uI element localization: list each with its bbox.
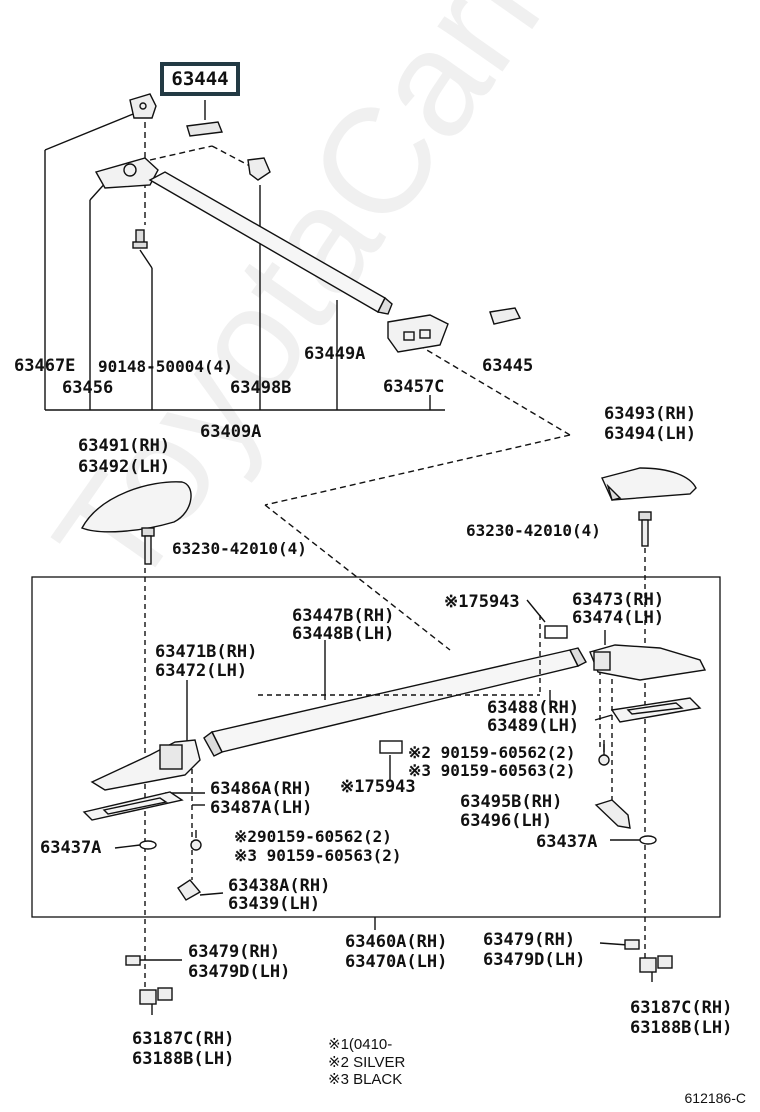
label-63489[interactable]: 63489(LH) <box>487 716 580 736</box>
dashed-guides-box <box>144 548 646 1000</box>
note-2: ※2 SILVER <box>328 1054 406 1071</box>
label-75943-top <box>544 625 568 639</box>
nut-63187c-right <box>639 955 673 982</box>
label-90159-62-right[interactable]: ※2 90159-60562(2) <box>408 743 576 762</box>
label-63472[interactable]: 63472(LH) <box>155 661 248 681</box>
end-cap-63471b <box>90 739 201 791</box>
label-63479d-left[interactable]: 63479D(LH) <box>188 962 291 982</box>
label-63495b[interactable]: 63495B(RH) <box>460 792 563 812</box>
label-75943-mid <box>379 740 403 754</box>
label-75943-top[interactable]: ※175943 <box>444 592 520 612</box>
label-63437a-left[interactable]: 63437A <box>40 838 102 858</box>
label-63460a[interactable]: 63460A(RH) <box>345 932 448 952</box>
label-63438a[interactable]: 63438A(RH) <box>228 876 331 896</box>
washer-63437a-right <box>639 835 657 845</box>
label-63187c-right[interactable]: 63187C(RH) <box>630 998 733 1018</box>
label-75943-mid[interactable]: ※175943 <box>340 777 416 797</box>
plate-63488 <box>610 697 702 723</box>
label-63439[interactable]: 63439(LH) <box>228 894 321 914</box>
label-63188b-right[interactable]: 63188B(LH) <box>630 1018 733 1038</box>
label-63496[interactable]: 63496(LH) <box>460 811 553 831</box>
bracket-63467e <box>129 93 157 119</box>
label-63488[interactable]: 63488(RH) <box>487 698 580 718</box>
cover-63493 <box>601 467 697 501</box>
screw-90159-left <box>190 830 202 851</box>
label-63230-left[interactable]: 63230-42010(4) <box>172 539 307 558</box>
label-63447b[interactable]: 63447B(RH) <box>292 606 395 626</box>
label-63492[interactable]: 63492(LH) <box>78 457 171 477</box>
bolt-90148 <box>132 229 148 249</box>
washer-63437a-left <box>139 840 157 850</box>
label-63491[interactable]: 63491(RH) <box>78 436 171 456</box>
end-piece-63457c <box>387 314 449 353</box>
screw-63230-left <box>141 527 155 565</box>
label-63188b-left[interactable]: 63188B(LH) <box>132 1049 235 1069</box>
label-63470a[interactable]: 63470A(LH) <box>345 952 448 972</box>
pad-63444 <box>186 121 223 137</box>
label-63457c[interactable]: 63457C <box>383 377 445 397</box>
label-63187c-left[interactable]: 63187C(RH) <box>132 1029 235 1049</box>
note-1: ※1(0410- <box>328 1036 393 1053</box>
label-63448b[interactable]: 63448B(LH) <box>292 624 395 644</box>
note-3: ※3 BLACK <box>328 1071 403 1088</box>
dashed-guides-top <box>144 112 571 651</box>
label-63449a[interactable]: 63449A <box>304 344 366 364</box>
leader-lines <box>114 599 642 961</box>
pad-63479-right <box>624 939 640 950</box>
highlighted-part-63444[interactable]: 63444 <box>160 62 240 96</box>
label-63445[interactable]: 63445 <box>482 356 534 376</box>
label-63409a[interactable]: 63409A <box>200 422 262 442</box>
plate-63486a <box>82 791 184 821</box>
cover-63491 <box>81 481 192 533</box>
label-63456[interactable]: 63456 <box>62 378 114 398</box>
clip-63438a <box>177 879 202 901</box>
cap-63445 <box>489 307 522 325</box>
label-63479-right[interactable]: 63479(RH) <box>483 930 576 950</box>
label-90159-63-right[interactable]: ※3 90159-60563(2) <box>408 761 576 780</box>
label-63437a-right[interactable]: 63437A <box>536 832 598 852</box>
label-63493[interactable]: 63493(RH) <box>604 404 697 424</box>
crossbar-63449a <box>148 171 393 315</box>
label-63467e[interactable]: 63467E <box>14 356 76 376</box>
end-piece-63456 <box>94 157 159 189</box>
label-63479d-right[interactable]: 63479D(LH) <box>483 950 586 970</box>
label-63494[interactable]: 63494(LH) <box>604 424 697 444</box>
nut-63187c-left <box>139 987 173 1015</box>
label-63487a[interactable]: 63487A(LH) <box>210 798 313 818</box>
label-63471b[interactable]: 63471B(RH) <box>155 642 258 662</box>
label-63230-right[interactable]: 63230-42010(4) <box>466 521 601 540</box>
bracket-63495b <box>594 799 631 829</box>
label-63474[interactable]: 63474(LH) <box>572 608 665 628</box>
label-63479-left[interactable]: 63479(RH) <box>188 942 281 962</box>
label-90159-63-left[interactable]: ※3 90159-60563(2) <box>234 846 402 865</box>
label-90159-62-left[interactable]: ※290159-60562(2) <box>234 827 392 846</box>
rail-assembly-frame <box>31 576 721 918</box>
bracket-lines <box>44 100 445 411</box>
label-63473[interactable]: 63473(RH) <box>572 590 665 610</box>
screw-90159-right <box>598 744 610 766</box>
rail-63447b <box>203 647 587 757</box>
end-cap-63473 <box>589 644 707 681</box>
screw-63230-right <box>638 511 652 547</box>
reference-code: 612186-C <box>684 1090 747 1106</box>
label-90148[interactable]: 90148-50004(4) <box>98 357 233 376</box>
clip-63498b <box>247 157 271 181</box>
label-63486a[interactable]: 63486A(RH) <box>210 779 313 799</box>
pad-63479-left <box>125 955 141 966</box>
label-63498b[interactable]: 63498B <box>230 378 292 398</box>
